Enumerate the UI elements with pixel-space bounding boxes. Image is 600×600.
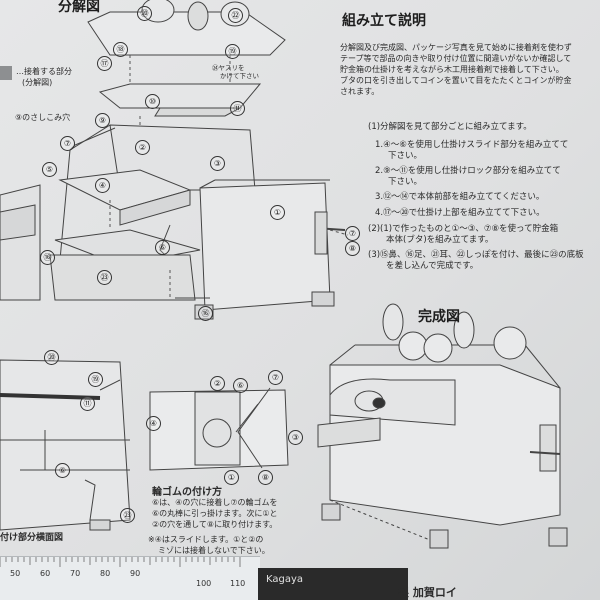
part-10: ⑩ xyxy=(145,94,160,109)
step-line-11: を差し込んで完成です。 xyxy=(386,261,479,271)
rubber-line-1: ⑥は、④の穴に接着し⑦の輪ゴムを xyxy=(152,498,278,507)
part-11: ⑪ xyxy=(230,101,245,116)
step-line-9: 本体(ブタ)を組み立てます。 xyxy=(386,235,494,245)
rubber-line-5: ミゾには接着しないで下さい。 xyxy=(158,546,270,555)
part-23b: ㉓ xyxy=(120,508,135,523)
part-19b: ⑲ xyxy=(88,372,103,387)
part-8c: ⑧ xyxy=(258,470,273,485)
step-line-7: 4.⑰～⑳で仕掛け上部を組み立てて下さい。 xyxy=(375,208,545,218)
ruler-num-110: 110 xyxy=(230,579,246,588)
complete-view-title: 完成図 xyxy=(418,309,460,325)
step-line-8: (2)(1)で作ったものと①～③、⑦⑧を使って貯金箱 xyxy=(368,224,559,234)
step-line-2: 1.④～⑥を使用し仕掛けスライド部分を組み立てて xyxy=(375,140,569,150)
rubber-band-title: 輪ゴムの付け方 xyxy=(152,487,222,498)
brand-name: Kagaya xyxy=(266,574,304,585)
ruler-num-80: 80 xyxy=(100,569,111,578)
part-20: ⑳ xyxy=(137,6,152,21)
part-1: ① xyxy=(270,205,285,220)
ruler: 50 60 70 80 90 100 110 xyxy=(0,556,260,600)
part-6: ⑥ xyxy=(155,240,170,255)
part-19: ⑲ xyxy=(225,44,240,59)
side-view-label: 付け部分横面図 xyxy=(0,533,64,543)
part-23: ㉓ xyxy=(97,270,112,285)
part-7: ⑦ xyxy=(60,136,75,151)
ruler-num-100: 100 xyxy=(196,579,212,588)
part-20b: ⑳ xyxy=(44,350,59,365)
part-3: ③ xyxy=(210,156,225,171)
hole-label: ⑨のさしこみ穴 xyxy=(15,113,71,122)
part-4: ④ xyxy=(95,178,110,193)
step-line-6: 3.⑫～⑭で本体前部を組み立ててください。 xyxy=(375,192,545,202)
part-5: ⑤ xyxy=(42,162,57,177)
rubber-line-4: ※④はスライドします。①と②の xyxy=(148,535,264,544)
part-22: ㉒ xyxy=(228,8,243,23)
part-8: ⑧ xyxy=(345,241,360,256)
file-label-top: ㉔ヤスリを xyxy=(212,64,245,72)
part-16: ⑯ xyxy=(40,250,55,265)
intro-line-5: されます。 xyxy=(340,87,380,96)
part-2: ② xyxy=(135,140,150,155)
step-line-1: (1)分解図を見て部分ごとに組み立てます。 xyxy=(368,122,532,132)
part-6c: ⑥ xyxy=(233,378,248,393)
intro-line-4: ブタの口を引き出してコインを置いて目をたたくとコインが貯金 xyxy=(340,76,572,85)
file-label-top-2: かけて下さい xyxy=(220,72,259,80)
step-line-10: (3)⑮鼻、⑯足、㉑耳、㉒しっぽを付け、最後に㉓の底板 xyxy=(368,250,584,260)
part-18: ⑱ xyxy=(113,42,128,57)
step-line-4: 2.⑨～⑪を使用し仕掛けロック部分を組み立てて xyxy=(375,166,561,176)
ruler-num-90: 90 xyxy=(130,569,141,578)
ruler-num-50: 50 xyxy=(10,569,21,578)
part-1c: ① xyxy=(224,470,239,485)
part-17: ⑰ xyxy=(97,56,112,71)
step-line-3: 下さい。 xyxy=(388,151,423,161)
intro-line-3: 貯金箱の仕掛けを考えながら木工用接着剤で接着して下さい。 xyxy=(340,65,564,74)
part-7c: ⑦ xyxy=(268,370,283,385)
part-6b: ⑥ xyxy=(55,463,70,478)
intro-line-2: テープ等で部品の向きや取り付け位置に間違いがないか確認して xyxy=(340,54,572,63)
part-3c: ③ xyxy=(288,430,303,445)
part-7b: ⑦ xyxy=(345,226,360,241)
assembly-title: 組み立て説明 xyxy=(342,13,426,29)
legend-label: …接着する部分 xyxy=(16,67,72,76)
part-16b: ⑯ xyxy=(198,306,213,321)
part-4c: ④ xyxy=(146,416,161,431)
ruler-brand-strip: Kagaya xyxy=(258,568,408,600)
ruler-num-70: 70 xyxy=(70,569,81,578)
exploded-view-title: 分解図 xyxy=(58,0,100,15)
step-line-5: 下さい。 xyxy=(388,177,423,187)
rubber-line-2: ⑥の丸棒に引っ掛けます。次に①と xyxy=(152,509,278,518)
maker-label: 製 加賀ロイ xyxy=(398,586,457,599)
ruler-num-60: 60 xyxy=(40,569,51,578)
intro-line-1: 分解図及び完成図、パッケージ写真を見て始めに接着剤を使わず xyxy=(340,43,572,52)
rubber-line-3: ②の穴を通して⑧に取り付けます。 xyxy=(152,520,278,529)
legend-sub: (分解図) xyxy=(22,78,53,87)
part-11b: ⑪ xyxy=(80,396,95,411)
part-2c: ② xyxy=(210,376,225,391)
part-9: ⑨ xyxy=(95,113,110,128)
